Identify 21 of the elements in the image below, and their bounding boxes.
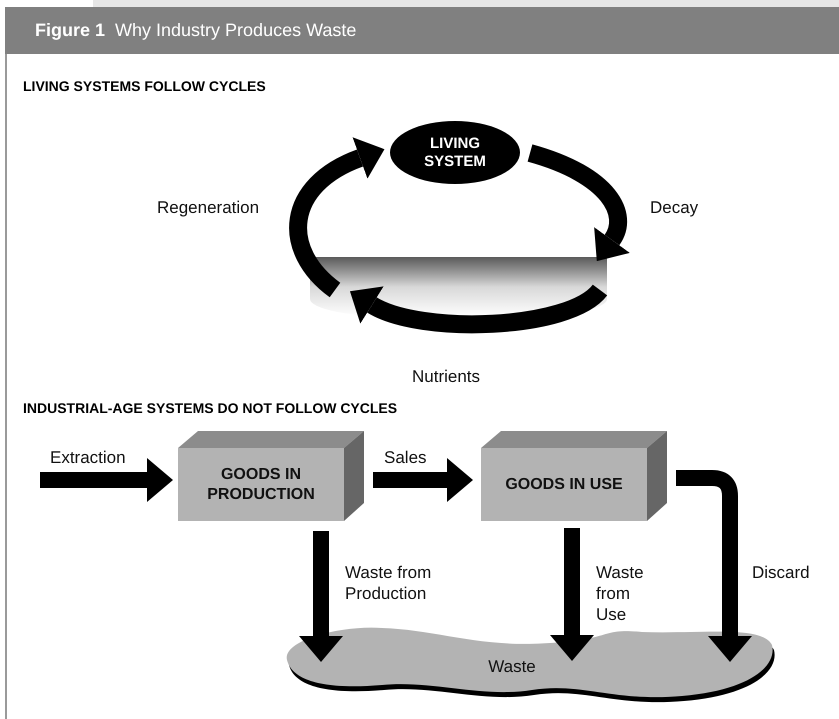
edge-label: Nutrients [412, 366, 482, 387]
edge-label: Regeneration [157, 197, 260, 218]
node-label: GOODS IN USE [504, 474, 624, 494]
edge-label: Waste from Use [596, 562, 645, 625]
section-heading: INDUSTRIAL-AGE SYSTEMS DO NOT FOLLOW CYCLES [23, 399, 398, 418]
figure-title: Figure 1 Why Industry Produces Waste [35, 19, 356, 42]
node-label: GOODS IN PRODUCTION [206, 464, 316, 504]
edge-label: Extraction [50, 447, 127, 468]
thick-arrow [40, 458, 173, 502]
edge-label: Discard [752, 562, 811, 583]
thick-arrow [527, 144, 632, 263]
thick-arrow [550, 528, 594, 661]
thick-arrow [373, 458, 473, 502]
edge-label: Sales [384, 447, 428, 468]
edge-label: Decay [650, 197, 700, 218]
section-heading: LIVING SYSTEMS FOLLOW CYCLES [23, 77, 266, 96]
node-label: LIVING SYSTEM [423, 134, 487, 170]
node-label: Waste [487, 656, 537, 678]
thick-arrow [299, 531, 343, 662]
thick-arrow [348, 283, 606, 334]
edge-label: Waste from Production [345, 562, 432, 604]
